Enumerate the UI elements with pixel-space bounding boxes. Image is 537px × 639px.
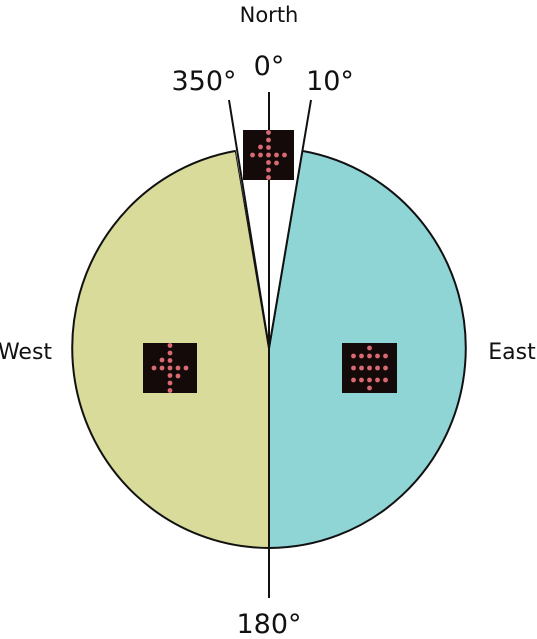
north-marker-dot — [266, 160, 271, 165]
north-marker-dot — [266, 167, 271, 173]
east-marker-dot — [383, 377, 388, 383]
boundary-350-line — [228, 99, 270, 349]
north-marker-icon — [243, 130, 294, 180]
east-marker-dot — [383, 365, 388, 371]
north-marker-dot — [266, 175, 271, 180]
east-marker-dot — [367, 365, 372, 371]
west-marker-dot — [175, 373, 181, 379]
boundary-10-line — [268, 99, 312, 349]
east-marker-icon — [342, 343, 397, 393]
east-marker-dot — [359, 353, 364, 359]
east-label: East — [488, 340, 536, 365]
east-marker-dot — [367, 345, 372, 351]
east-marker-dot — [375, 377, 380, 383]
west-marker-dot — [167, 365, 173, 371]
east-marker-dot — [367, 353, 372, 359]
east-marker-dot — [351, 377, 356, 383]
east-marker-dot — [351, 365, 356, 371]
180-degree-label: 180° — [236, 609, 301, 639]
east-marker-dot — [359, 365, 364, 371]
west-label: West — [0, 340, 52, 365]
east-marker-dot — [359, 377, 364, 383]
west-marker-dot — [167, 373, 173, 378]
west-marker-icon — [143, 343, 197, 393]
west-marker-dot — [159, 365, 165, 371]
east-marker-dot — [375, 353, 380, 359]
north-label: North — [240, 3, 299, 27]
east-marker-dot — [383, 353, 388, 359]
north-marker-dot — [258, 152, 263, 158]
north-marker-dot — [266, 145, 271, 150]
zero-degree-label: 0° — [254, 51, 285, 82]
west-marker-dot — [159, 357, 165, 363]
west-marker-dot — [167, 343, 173, 348]
north-marker-dot — [274, 160, 279, 166]
west-marker-dot — [167, 388, 173, 393]
north-marker-dot — [274, 152, 279, 158]
west-marker-dot — [151, 365, 157, 371]
north-marker-dot — [266, 152, 271, 158]
east-marker-dot — [375, 365, 380, 371]
east-marker-dot — [367, 377, 372, 383]
350-degree-label: 350° — [171, 66, 236, 97]
north-marker-dot — [258, 144, 263, 150]
10-degree-label: 10° — [306, 66, 354, 97]
west-marker-dot — [167, 380, 173, 386]
north-marker-dot — [282, 152, 287, 158]
north-marker-dot — [266, 137, 271, 143]
west-marker-dot — [175, 365, 181, 371]
east-marker-dot — [351, 353, 356, 359]
east-marker-dot — [367, 385, 372, 391]
west-marker-dot — [167, 358, 173, 363]
north-marker-dot — [266, 130, 271, 135]
north-marker-dot — [250, 152, 255, 158]
west-marker-dot — [183, 365, 189, 371]
west-marker-dot — [167, 350, 173, 356]
